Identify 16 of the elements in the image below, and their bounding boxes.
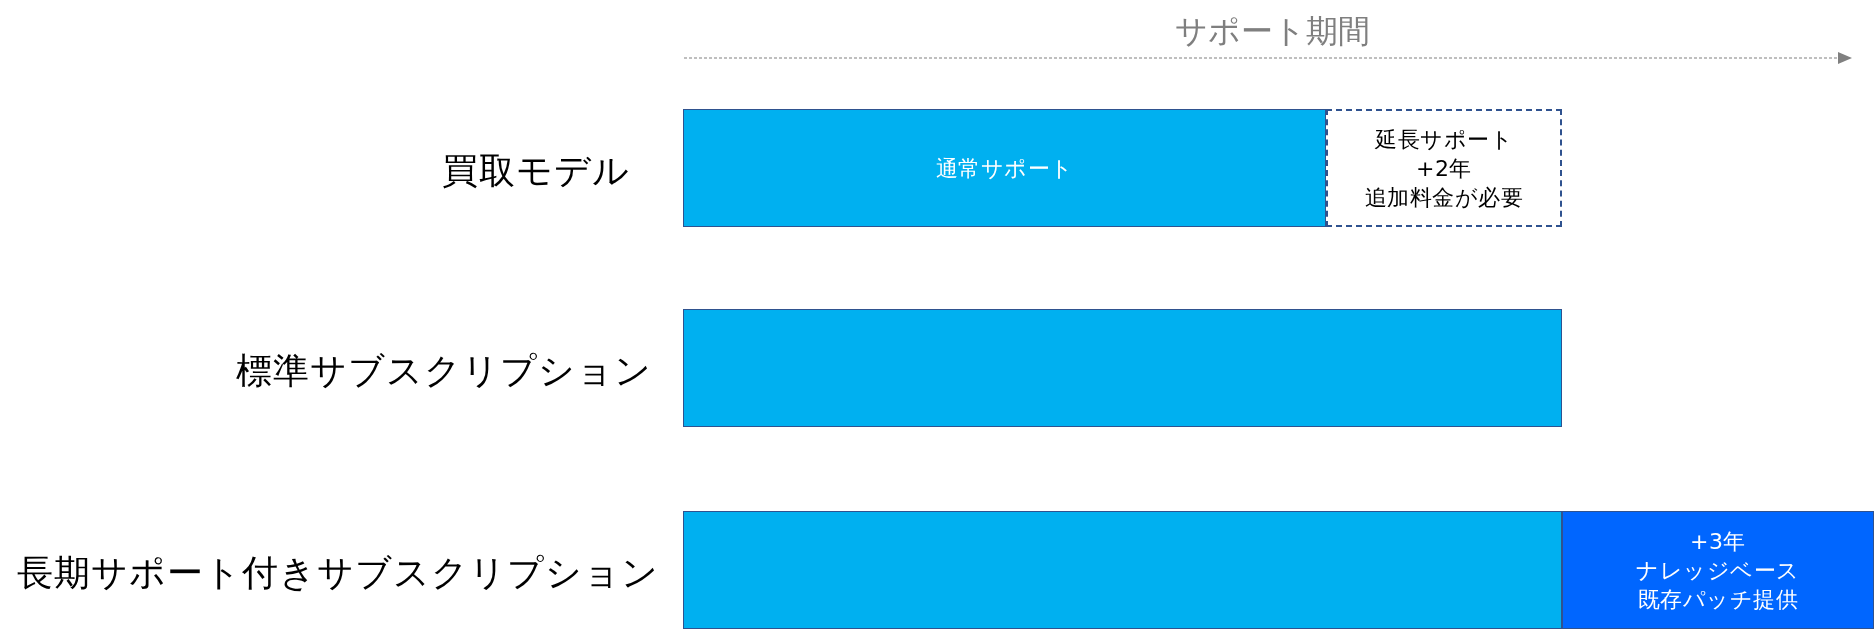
bar bbox=[683, 309, 1562, 427]
dashed-box bbox=[1326, 109, 1562, 227]
bar-text: 延長サポート bbox=[1375, 125, 1513, 154]
bar-text: +3年 bbox=[1690, 527, 1746, 556]
bar-text: 追加料金が必要 bbox=[1364, 183, 1524, 212]
bar-text: 通常サポート bbox=[935, 154, 1074, 183]
row-label: 標準サブスクリプション bbox=[236, 349, 652, 393]
row-label: 長期サポート付きサブスクリプション bbox=[17, 551, 659, 595]
bar-text: 既存パッチ提供 bbox=[1637, 585, 1799, 614]
bar-text: ナレッジベース bbox=[1636, 556, 1800, 585]
bar bbox=[1562, 511, 1874, 629]
bar bbox=[683, 511, 1562, 629]
row-label: 買取モデル bbox=[442, 149, 630, 193]
bar bbox=[683, 109, 1326, 227]
bar-text: +2年 bbox=[1416, 154, 1472, 183]
axis-label: サポート期間 bbox=[1174, 11, 1370, 51]
